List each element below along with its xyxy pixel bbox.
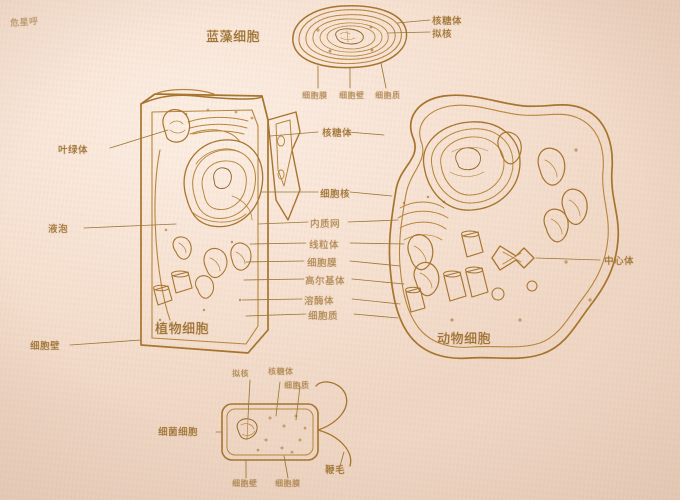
label-lysosome: 溶酶体 — [304, 296, 335, 307]
label-plant-cell-wall: 细胞壁 — [30, 341, 61, 352]
label-mitochondria: 线粒体 — [309, 240, 340, 251]
label-cell-membrane: 细胞膜 — [307, 258, 338, 269]
label-centrosome: 中心体 — [604, 256, 635, 267]
label-bacteria-cell-membrane: 细胞膜 — [275, 479, 301, 488]
label-bacteria-ribosome: 核糖体 — [268, 367, 294, 376]
label-bacteria-cytoplasm: 细胞质 — [284, 381, 310, 390]
plant-cell-drawing — [69, 88, 301, 354]
label-plant-cell-title: 植物细胞 — [155, 322, 210, 337]
label-cyanobacteria-title: 蓝藻细胞 — [206, 30, 261, 45]
label-vacuole: 液泡 — [48, 224, 69, 235]
cyanobacteria-drawing — [292, 4, 431, 89]
center-leader-lines — [241, 131, 405, 319]
label-cyano-membrane: 细胞膜 — [302, 91, 328, 100]
label-animal-cell-title: 动物细胞 — [437, 332, 492, 347]
label-cyano-ribosome: 核糖体 — [432, 16, 463, 27]
bacteria-cell-drawing — [215, 379, 352, 479]
label-bacteria-nucleoid: 拟核 — [232, 369, 249, 378]
label-cyano-cytoplasm: 细胞质 — [375, 91, 401, 100]
label-cyano-wall: 细胞壁 — [339, 91, 365, 100]
label-bacteria-title: 细菌细胞 — [158, 427, 199, 438]
label-endoplasmic-reticulum: 内质网 — [310, 219, 341, 230]
label-ribosome: 核糖体 — [322, 128, 353, 139]
animal-cell-drawing — [388, 94, 620, 360]
label-bacteria-cell-wall: 细胞壁 — [232, 479, 258, 488]
label-chloroplast: 叶绿体 — [58, 145, 89, 156]
label-flagellum: 鞭毛 — [325, 465, 346, 476]
label-golgi: 高尔基体 — [305, 276, 346, 287]
label-nucleus: 细胞核 — [320, 189, 351, 200]
corner-annotation: 危星呼 — [9, 17, 39, 29]
label-cytoplasm: 细胞质 — [308, 311, 339, 322]
label-cyano-nucleoid: 拟核 — [432, 29, 453, 40]
